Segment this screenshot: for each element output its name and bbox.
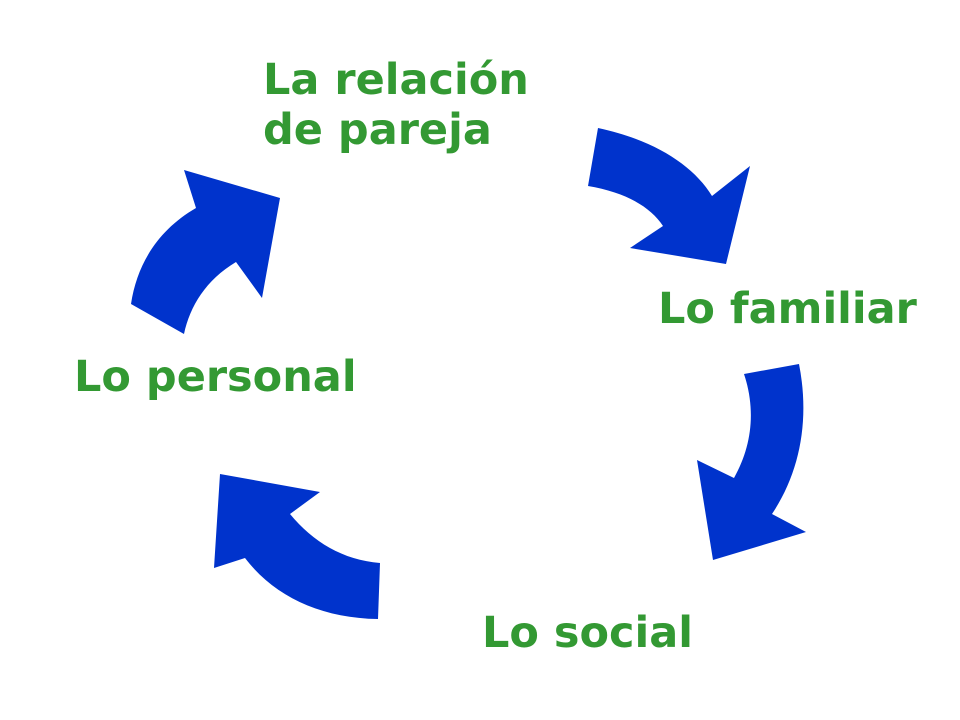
node-lo-familiar: Lo familiar xyxy=(658,284,917,334)
node-pareja-line1: La relación xyxy=(263,55,529,105)
node-pareja-line2: de pareja xyxy=(263,105,492,155)
arrow-social-to-personal xyxy=(214,474,380,619)
arrow-familiar-to-social xyxy=(697,364,806,560)
arrow-pareja-to-familiar xyxy=(588,128,750,264)
node-lo-social: Lo social xyxy=(482,608,694,658)
node-la-relacion-de-pareja: La relación de pareja xyxy=(263,55,529,155)
node-lo-personal: Lo personal xyxy=(74,352,357,402)
arrow-personal-to-pareja xyxy=(131,170,280,334)
